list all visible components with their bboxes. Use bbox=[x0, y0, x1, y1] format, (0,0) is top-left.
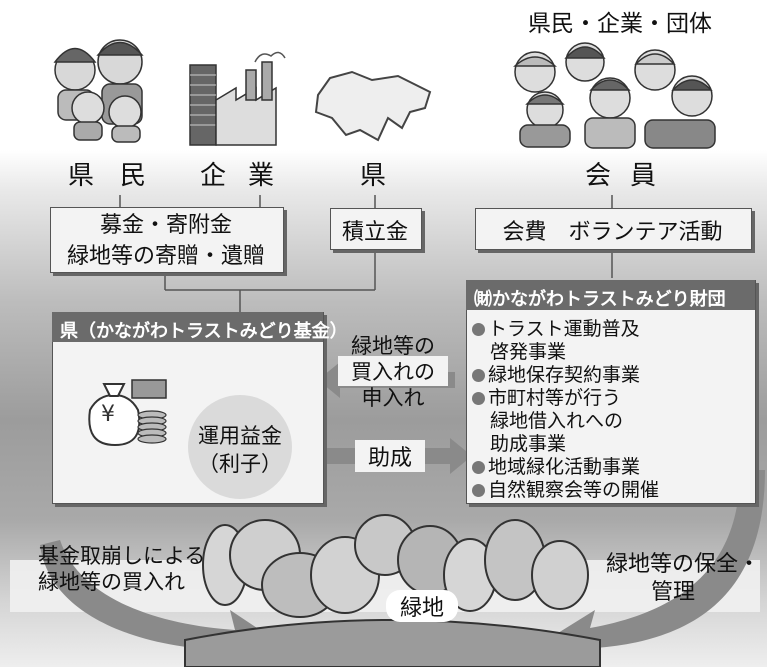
yen-symbol: ¥ bbox=[101, 402, 115, 427]
members-label-1: 会 bbox=[585, 161, 612, 191]
foundation-panel-title: ㈶かながわトラストみどり財団 bbox=[474, 289, 726, 310]
green-area-trees bbox=[184, 514, 601, 667]
source-companies-1: 企 bbox=[200, 161, 227, 191]
prefecture-map-illustration bbox=[314, 70, 432, 142]
fee-label: 会費 ボランテア活動 bbox=[502, 220, 723, 245]
foundation-item-text: 自然観察会等の開催 bbox=[488, 479, 660, 501]
bullet-icon bbox=[472, 392, 485, 405]
foundation-item-1a: トラスト運動普及 bbox=[472, 318, 640, 341]
foundation-item-3b: 緑地借入れへの bbox=[490, 410, 624, 432]
reserve-box bbox=[330, 208, 422, 250]
purchase-request-line-2: 買入れの bbox=[338, 356, 448, 386]
foundation-item-text: トラスト運動普及 bbox=[488, 318, 640, 340]
connector-lines bbox=[119, 195, 613, 312]
factory-illustration bbox=[189, 51, 286, 146]
foundation-item-1b: 啓発事業 bbox=[490, 341, 567, 363]
foundation-item-text: 市町村等が行う bbox=[488, 387, 622, 409]
green-area-label: 緑地 bbox=[386, 590, 458, 622]
fund-panel-title: 県（かながわトラストみどり基金） bbox=[60, 321, 348, 342]
bullet-icon bbox=[472, 369, 485, 382]
donation-box bbox=[50, 207, 284, 273]
reserve-label: 積立金 bbox=[341, 220, 408, 245]
bullet-icon bbox=[472, 484, 485, 497]
top-right-label: 県民・企業・団体 bbox=[528, 11, 712, 37]
foundation-item-3a: 市町村等が行う bbox=[472, 387, 621, 410]
foundation-item-2: 緑地保存契約事業 bbox=[472, 364, 640, 387]
foundation-panel-header bbox=[466, 280, 755, 310]
bottom-right-line-2: 管理 bbox=[650, 580, 695, 605]
fund-panel-header bbox=[52, 312, 323, 342]
members-illustration bbox=[513, 42, 716, 149]
foundation-item-text: 緑地保存契約事業 bbox=[488, 364, 641, 386]
source-companies-2: 業 bbox=[248, 161, 275, 191]
source-residents-2: 民 bbox=[120, 161, 147, 191]
foundation-panel bbox=[466, 280, 756, 504]
foundation-item-3c: 助成事業 bbox=[490, 433, 567, 455]
purchase-request-line-1: 緑地等の bbox=[351, 334, 435, 358]
foundation-item-5: 自然観察会等の開催 bbox=[472, 479, 659, 502]
grant-label: 助成 bbox=[355, 440, 425, 472]
earnings-circle bbox=[188, 395, 292, 499]
residents-illustration bbox=[53, 39, 144, 143]
bottom-right-line-1: 緑地等の保全・ bbox=[605, 552, 760, 577]
foundation-item-text: 地域緑化活動事業 bbox=[488, 456, 641, 478]
bottom-left-line-2: 緑地等の買入れ bbox=[38, 570, 185, 594]
donation-line-2: 緑地等の寄贈・遺贈 bbox=[66, 244, 265, 269]
foundation-item-4: 地域緑化活動事業 bbox=[472, 456, 640, 479]
fee-box bbox=[475, 208, 752, 250]
earnings-line-2: （利子） bbox=[198, 452, 282, 476]
source-prefecture: 県 bbox=[360, 161, 387, 191]
source-residents-1: 県 bbox=[68, 161, 95, 191]
bottom-left-line-1: 基金取崩しによる bbox=[38, 544, 206, 568]
donation-line-1: 募金・寄附金 bbox=[99, 213, 232, 238]
members-label-2: 員 bbox=[630, 161, 657, 191]
earnings-line-1: 運用益金 bbox=[198, 424, 282, 448]
money-bag-icon bbox=[88, 379, 167, 447]
bullet-icon bbox=[472, 323, 485, 336]
bullet-icon bbox=[472, 461, 485, 474]
purchase-request-line-3: 申入れ bbox=[361, 386, 425, 410]
